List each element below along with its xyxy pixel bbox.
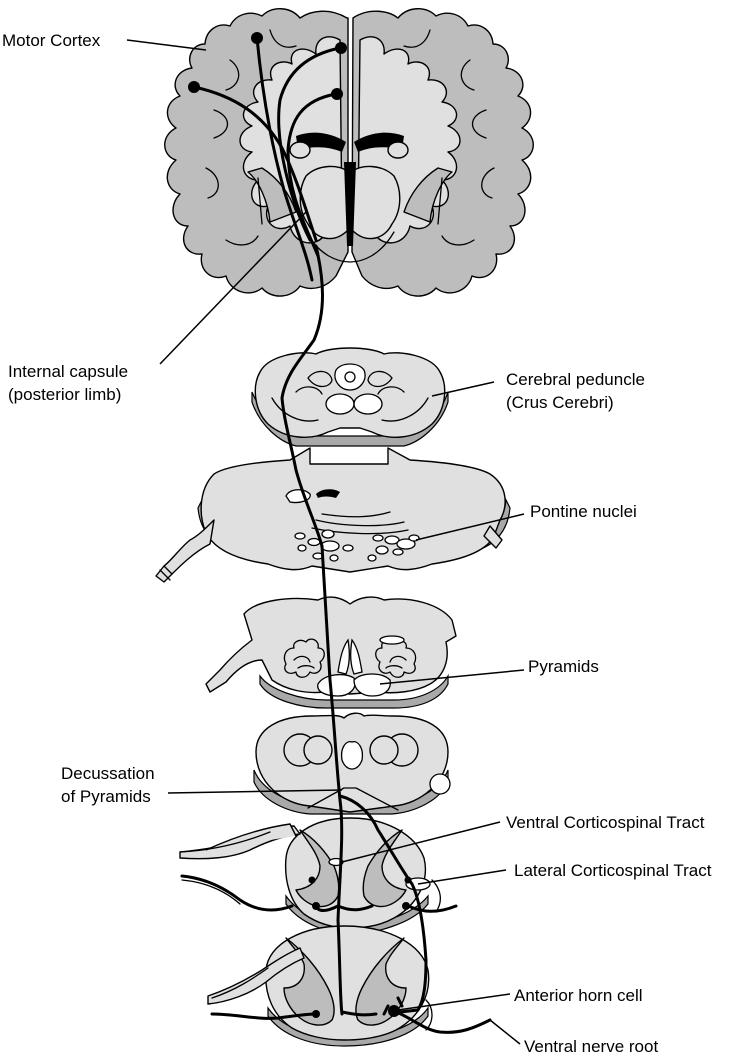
pons-section <box>155 447 511 583</box>
label-decussation: Decussation <box>61 764 155 783</box>
tract-fiber-4 <box>286 92 338 258</box>
left-basal-ganglia <box>247 167 297 223</box>
leader-ventral-nerve-root <box>489 1019 521 1045</box>
leader-motor-cortex <box>126 39 207 51</box>
lower-spinal-cord-section <box>207 925 433 1047</box>
midbrain-section <box>251 347 449 447</box>
coronal-brain-section <box>164 8 534 297</box>
decussation-wedge <box>307 787 399 811</box>
crus-cerebri <box>271 397 429 422</box>
cortical-neuron-3 <box>335 42 347 54</box>
tract-fiber-1 <box>255 36 314 282</box>
cortical-neuron-4 <box>331 88 343 100</box>
right-basal-ganglia <box>403 167 453 223</box>
cortical-neuron-1 <box>251 32 263 44</box>
label-lateral-corticospinal: Lateral Corticospinal Tract <box>514 861 712 880</box>
label-ventral-corticospinal: Ventral Corticospinal Tract <box>506 813 705 832</box>
upper-spinal-cord-section <box>179 817 458 935</box>
medulla-section <box>205 596 457 709</box>
trigeminal-nerve <box>155 519 215 583</box>
pons-slab <box>200 447 506 573</box>
leader-anterior-horn-cell <box>397 993 511 1011</box>
label-cerebral-peduncle: Cerebral peduncle <box>506 370 645 389</box>
corticospinal-tract <box>188 32 492 1034</box>
labels: Motor Cortex Internal capsule (posterior… <box>2 31 712 1056</box>
leader-lateral-corticospinal <box>417 869 507 885</box>
label-internal-capsule-sub: (posterior limb) <box>8 385 121 404</box>
label-ventral-nerve-root: Ventral nerve root <box>524 1037 658 1056</box>
lower-grey-matter <box>283 937 335 1026</box>
label-internal-capsule: Internal capsule <box>8 362 128 381</box>
midbrain-slab <box>254 347 446 438</box>
label-pontine-nuclei: Pontine nuclei <box>530 502 637 521</box>
third-ventricle <box>344 162 356 246</box>
medulla-slab <box>205 596 457 695</box>
thalamus <box>299 165 349 240</box>
leader-ventral-corticospinal <box>341 821 501 863</box>
leader-decussation <box>167 789 343 794</box>
tract-fiber-3 <box>277 46 342 242</box>
leader-cerebral-peduncle <box>431 381 495 397</box>
pyramid-left <box>317 673 356 697</box>
label-pyramids: Pyramids <box>528 657 599 676</box>
inferior-olive-left <box>283 638 325 678</box>
tract-decussating <box>338 794 428 1014</box>
cortical-neuron-2 <box>188 81 200 93</box>
leader-pontine-nuclei <box>415 513 525 541</box>
label-motor-cortex: Motor Cortex <box>2 31 101 50</box>
inferior-olive-right <box>375 638 417 678</box>
caudal-medulla-section <box>253 712 451 815</box>
pyramid-right <box>353 673 391 697</box>
leader-internal-capsule <box>159 211 307 365</box>
label-anterior-horn-cell: Anterior horn cell <box>514 986 643 1005</box>
tract-main-descending <box>280 244 344 1016</box>
leader-lines <box>126 39 525 1045</box>
label-decussation-sub: of Pyramids <box>61 787 151 806</box>
label-cerebral-peduncle-sub: (Crus Cerebri) <box>506 393 614 412</box>
leader-pyramids <box>379 669 525 685</box>
pontine-nuclei-cluster <box>294 529 420 562</box>
